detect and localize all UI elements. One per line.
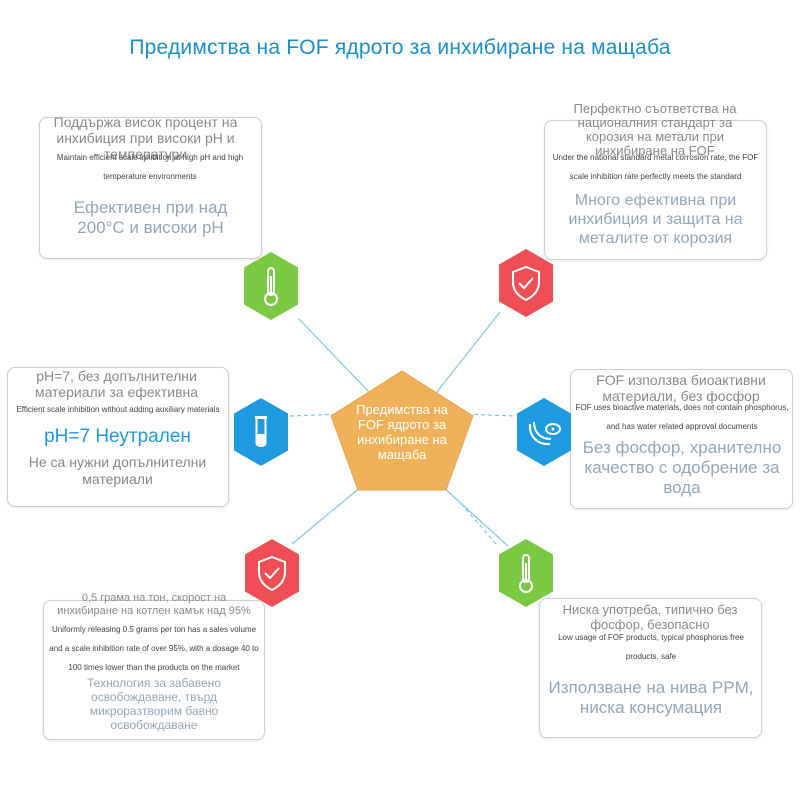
feature-card-neutral-ph bbox=[7, 367, 229, 507]
test-tube-icon bbox=[234, 398, 288, 466]
feature-main: pH=7 Неутрален bbox=[44, 426, 191, 447]
food-icon bbox=[517, 398, 571, 466]
feature-english: Under the national standard metal corros… bbox=[552, 153, 759, 181]
feature-english: FOF uses bioactive materials, does not c… bbox=[575, 403, 789, 431]
feature-sub: Не са нужни допълнителни материали bbox=[28, 454, 207, 487]
thermometer-icon bbox=[244, 252, 298, 320]
feature-card-ppm-usage bbox=[539, 598, 762, 738]
connector-top-left bbox=[297, 317, 371, 394]
feature-english: Maintain efficient scale inhibition at h… bbox=[56, 153, 244, 181]
feature-english: Efficient scale inhibition without addin… bbox=[16, 405, 220, 414]
shield-check-icon bbox=[245, 539, 299, 607]
feature-heading: Поддържа висок процент на инхибиция при … bbox=[53, 114, 238, 162]
feature-main: Без фосфор, хранително качество с одобре… bbox=[582, 438, 782, 497]
feature-english: Low usage of FOF products, typical phosp… bbox=[558, 633, 744, 661]
feature-heading: 0,5 грама на тон, скорост на инхибиране … bbox=[57, 592, 251, 617]
feature-card-slow-release bbox=[43, 600, 265, 740]
feature-card-corrosion bbox=[544, 120, 767, 260]
feature-english: Uniformly releasing 0.5 grams per ton ha… bbox=[49, 625, 259, 672]
center-label: Предимства на FOF ядрото за инхибиране н… bbox=[356, 402, 448, 462]
feature-heading: Перфектно съответства на националния ста… bbox=[573, 101, 737, 158]
feature-main: Използване на нива PPM, ниска консумация bbox=[548, 678, 754, 717]
center-pentagon bbox=[330, 370, 474, 491]
feature-heading: pH=7, без допълнителни материали за ефек… bbox=[34, 368, 199, 400]
shield-check-icon bbox=[499, 249, 553, 317]
feature-heading: Ниска употреба, типично без фосфор, безо… bbox=[562, 602, 738, 632]
connector-top-right bbox=[435, 311, 501, 394]
thermometer-icon bbox=[499, 539, 553, 607]
feature-main: Много ефективна при инхибиция и защита н… bbox=[568, 192, 743, 247]
feature-heading: FOF използва биоактивни материали, без ф… bbox=[596, 372, 766, 404]
connector-bottom-right bbox=[441, 485, 509, 547]
feature-main: Технология за забавено освобождаване, тв… bbox=[87, 676, 221, 732]
page-title: Предимства на FOF ядрото за инхибиране н… bbox=[129, 36, 671, 59]
connector-bottom-left bbox=[291, 485, 363, 545]
feature-card-high-ph bbox=[39, 117, 262, 259]
feature-main: Ефективен при над 200°C и високи pH bbox=[73, 198, 228, 237]
